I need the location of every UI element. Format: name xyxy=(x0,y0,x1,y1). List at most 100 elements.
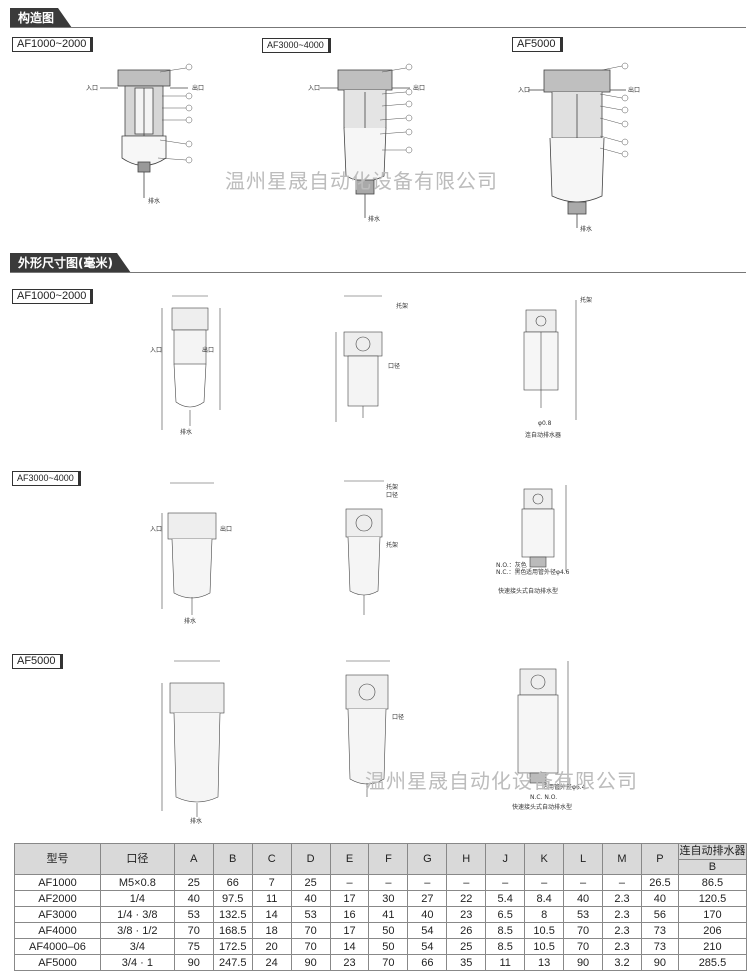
table-cell: 8.5 xyxy=(485,938,526,955)
table-cell: 40 xyxy=(640,890,679,907)
port-label: 口径 xyxy=(392,713,404,721)
quick-auto-drain-label: 快速接头式自动排水型 xyxy=(512,803,572,811)
table-cell: 16 xyxy=(329,906,370,923)
model-label-af1000: AF1000~2000 xyxy=(12,37,94,52)
table-cell: 86.5 xyxy=(677,874,748,891)
col-header: B xyxy=(212,843,253,875)
port-label: 口径 xyxy=(386,491,398,499)
table-cell: 53 xyxy=(290,906,331,923)
auto-drain-label: 连自动排水器 xyxy=(525,431,561,439)
dim-drawing-af1000-auto: 托架 φ0.8 连自动排水器 xyxy=(523,296,592,439)
table-cell: 22 xyxy=(446,890,487,907)
inlet-label: 入口 xyxy=(308,85,320,92)
table-cell: 3/4 · 1 xyxy=(99,954,175,971)
drain-label: 排水 xyxy=(148,197,160,205)
table-cell: 206 xyxy=(677,922,748,939)
drain-label: 排水 xyxy=(184,617,196,625)
table-cell: 1/4 xyxy=(99,890,175,907)
table-cell: 26.5 xyxy=(640,874,679,891)
table-cell: 53 xyxy=(563,906,604,923)
table-cell: 17 xyxy=(329,890,370,907)
table-cell: 35 xyxy=(446,954,487,971)
dim-drawing-af5000-side: 口径 xyxy=(345,660,404,797)
section-header-structure: 构造图 xyxy=(10,8,746,28)
table-cell: 25 xyxy=(173,874,214,891)
table-cell: – xyxy=(368,874,409,891)
dim-model-label-af1000: AF1000~2000 xyxy=(12,289,94,304)
col-header: C xyxy=(251,843,292,875)
table-cell: 2.3 xyxy=(602,938,642,955)
table-cell: 14 xyxy=(329,938,370,955)
table-cell: 8.4 xyxy=(524,890,565,907)
col-header: H xyxy=(446,843,487,875)
table-cell: 2.3 xyxy=(602,906,642,923)
col-header: D xyxy=(290,843,331,875)
dim-drawing-af3000-side: 托架 口径 托架 xyxy=(344,480,398,615)
bracket-label: 托架 xyxy=(580,296,592,304)
table-cell: 66 xyxy=(212,874,253,891)
table-cell: 24 xyxy=(251,954,292,971)
table-cell: – xyxy=(446,874,487,891)
section-title: 外形尺寸图(毫米) xyxy=(10,253,131,273)
spec-table: 型号 口径 A B C D E F G H J K L M P 连自动排水器 B… xyxy=(14,843,748,971)
table-cell: AF3000 xyxy=(14,906,101,923)
table-cell: – xyxy=(602,874,642,891)
table-cell: – xyxy=(329,874,370,891)
table-cell: – xyxy=(485,874,526,891)
table-cell: 41 xyxy=(368,906,409,923)
table-cell: 25 xyxy=(290,874,331,891)
dim-drawing-af1000-side: 托架 口径 xyxy=(335,295,408,422)
dim-drawing-af5000-front: 排水 xyxy=(161,660,225,825)
col-header: J xyxy=(485,843,526,875)
table-cell: 30 xyxy=(368,890,409,907)
table-cell: 54 xyxy=(407,938,448,955)
table-cell: 40 xyxy=(407,906,448,923)
col-header: K xyxy=(524,843,565,875)
table-cell: 27 xyxy=(407,890,448,907)
table-cell: AF1000 xyxy=(14,874,101,891)
inlet-label: 入口 xyxy=(86,85,98,92)
col-header: 型号 xyxy=(14,843,101,875)
dim-drawing-af3000-auto: N.O.：灰色 N.C.：黑色 适用管外径φ4.6 快速接头式自动排水型 xyxy=(496,485,570,595)
table-cell: – xyxy=(524,874,565,891)
table-cell: 70 xyxy=(173,922,214,939)
inlet-label: 入口 xyxy=(150,347,162,354)
table-cell: 66 xyxy=(407,954,448,971)
table-cell: AF4000–06 xyxy=(14,938,101,955)
drain-label: 排水 xyxy=(368,215,380,223)
table-cell: 25 xyxy=(446,938,487,955)
table-cell: 6.5 xyxy=(485,906,526,923)
watermark: 温州星晟自动化设备有限公司 xyxy=(225,169,498,193)
table-cell: 20 xyxy=(251,938,292,955)
col-header: P xyxy=(640,843,679,875)
inlet-label: 入口 xyxy=(150,526,162,533)
watermark: 温州星晟自动化设备有限公司 xyxy=(365,769,638,793)
table-cell: 70 xyxy=(368,954,409,971)
col-header-auto-drain-bottom: B xyxy=(678,859,746,874)
table-cell: 10.5 xyxy=(524,938,565,955)
col-header: L xyxy=(563,843,604,875)
drain-label: 排水 xyxy=(190,817,202,825)
col-header: 口径 xyxy=(99,843,175,875)
model-label-af5000: AF5000 xyxy=(512,37,563,52)
section-header-dimensions: 外形尺寸图(毫米) xyxy=(10,253,746,273)
dim-drawing-af1000-front: 入口 出口 排水 xyxy=(150,295,221,436)
table-cell: 50 xyxy=(368,922,409,939)
table-cell: 90 xyxy=(173,954,214,971)
table-cell: AF4000 xyxy=(14,922,101,939)
nc-no-label: N.C. N.O. xyxy=(530,794,557,801)
table-cell: – xyxy=(407,874,448,891)
structure-drawing-af5000: 入口 出口 排水 xyxy=(518,62,640,233)
outlet-label: 出口 xyxy=(192,84,204,92)
table-cell: 5.4 xyxy=(485,890,526,907)
table-cell: 18 xyxy=(251,922,292,939)
drain-label: 排水 xyxy=(180,428,192,436)
table-cell: 11 xyxy=(251,890,292,907)
table-cell: 70 xyxy=(290,938,331,955)
table-header-row: 型号 口径 A B C D E F G H J K L M P 连自动排水器 B xyxy=(14,843,748,875)
